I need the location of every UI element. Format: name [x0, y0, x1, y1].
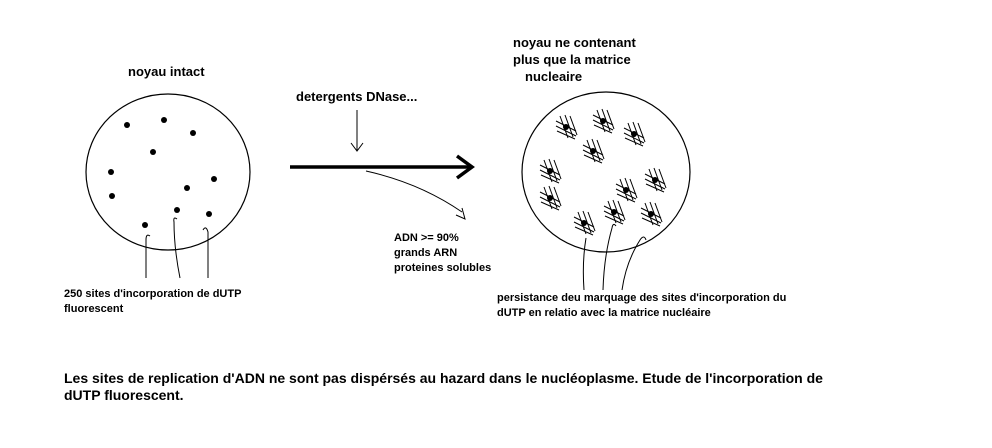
matrix-labelled-sites: [539, 108, 667, 236]
hatched-site: [582, 138, 605, 164]
hatched-site: [615, 177, 638, 203]
site-dot: [109, 193, 115, 199]
detergent-arrow: [350, 110, 364, 152]
site-dot: [142, 222, 148, 228]
matrix-title-line-3: nucleaire: [525, 69, 583, 84]
intact-caption-line-2: fluorescent: [64, 303, 124, 315]
right-pointer-lines: [582, 223, 647, 291]
hatched-site: [592, 108, 615, 134]
pointer-line: [602, 223, 617, 291]
conclusion-line-2: dUTP fluorescent.: [64, 387, 184, 403]
site-dot: [206, 211, 212, 217]
pointer-line: [145, 234, 151, 278]
site-dot: [174, 207, 180, 213]
removed-line-1: ADN >= 90%: [394, 232, 459, 244]
pointer-line: [202, 227, 209, 278]
site-dot: [190, 130, 196, 136]
treatment-label: detergents DNase...: [296, 89, 418, 104]
hatched-site: [644, 167, 667, 193]
matrix-title-line-2: plus que la matrice: [513, 52, 631, 67]
pointer-line: [582, 237, 587, 291]
hatched-site: [539, 185, 562, 211]
treatment-arrow: [290, 154, 475, 180]
intact-caption-line-1: 250 sites d'incorporation de dUTP: [64, 288, 242, 300]
site-dot: [161, 117, 167, 123]
intact-nucleus-circle: [85, 93, 251, 251]
pointer-line: [621, 236, 647, 291]
intact-nucleus-title: noyau intact: [128, 64, 205, 79]
hatched-site: [539, 158, 562, 184]
site-dot: [211, 176, 217, 182]
hatched-site: [603, 199, 626, 225]
replication-site-dots: [108, 117, 217, 228]
matrix-nucleus-circle: [521, 91, 691, 253]
matrix-caption-line-1: persistance deu marquage des sites d'inc…: [497, 292, 787, 304]
matrix-caption-line-2: dUTP en relatio avec la matrice nucléair…: [497, 307, 711, 319]
left-pointer-lines: [145, 217, 209, 279]
conclusion-line-1: Les sites de replication d'ADN ne sont p…: [64, 370, 823, 386]
removed-line-3: proteines solubles: [394, 262, 492, 274]
site-dot: [124, 122, 130, 128]
removed-fraction-arrow: [365, 170, 466, 220]
site-dot: [108, 169, 114, 175]
pointer-line: [173, 217, 181, 279]
hatched-site: [555, 114, 578, 140]
matrix-title-line-1: noyau ne contenant: [513, 35, 636, 50]
site-dot: [184, 185, 190, 191]
site-dot: [150, 149, 156, 155]
hatched-site: [640, 201, 663, 227]
hatched-site: [623, 121, 646, 147]
hatched-site: [573, 210, 596, 236]
removed-line-2: grands ARN: [394, 247, 458, 259]
